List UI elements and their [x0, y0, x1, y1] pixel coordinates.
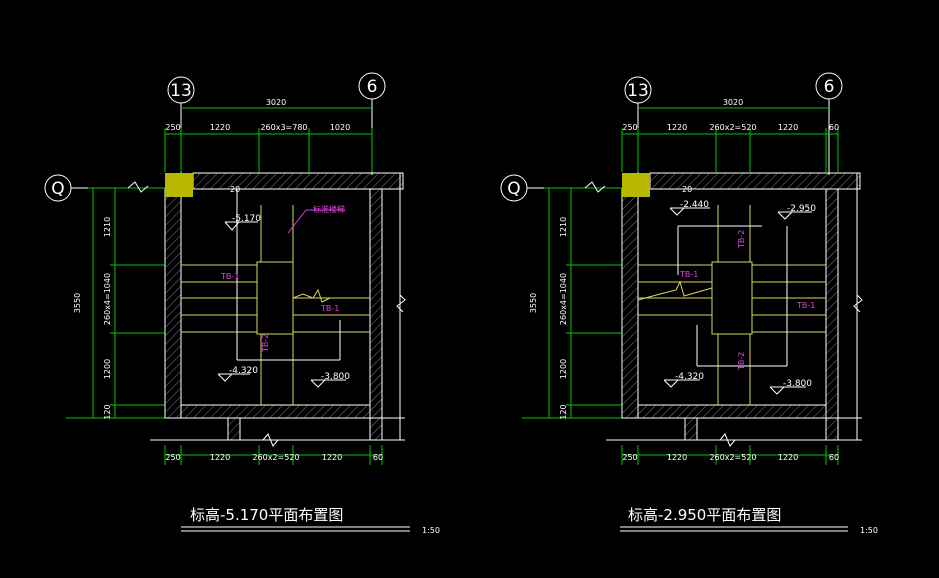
dim-bottom-2: 260x2=520: [709, 453, 756, 462]
dim-top-0: 250: [165, 123, 180, 132]
component-tag: TB-2: [737, 352, 746, 371]
dim-bottom-0: 250: [165, 453, 180, 462]
axis-bubble-right: 6: [815, 72, 843, 100]
dim-left-1: 260x4=1040: [559, 273, 568, 325]
component-tag: TB-2: [737, 230, 746, 249]
dim-bottom-1: 1220: [210, 453, 230, 462]
dim-bottom-2: 260x2=520: [252, 453, 299, 462]
dim-left-1: 260x4=1040: [103, 273, 112, 325]
axis-bubble-row: Q: [44, 174, 72, 202]
dim-bottom-4: 60: [829, 453, 839, 462]
axis-bubble-left: 13: [624, 76, 652, 104]
dim-top-2: 260x2=520: [709, 123, 756, 132]
column-block: [622, 173, 650, 197]
dimension-top: 3020 250 1220 260x2=520 1220 60: [621, 98, 839, 172]
level-text: -2.440: [680, 200, 709, 210]
walls: [584, 172, 863, 447]
plan-1: 13 6 Q 3020 250 1220 260x3=780 1020: [44, 72, 440, 535]
dim-small: 20: [230, 185, 240, 194]
dim-left-0: 1210: [559, 217, 568, 237]
axis-label: Q: [51, 179, 64, 199]
dim-bottom-4: 60: [373, 453, 383, 462]
plan-scale: 1:50: [422, 526, 440, 535]
dimension-left: 3550 1210 260x4=1040 1200 120: [66, 187, 165, 420]
dim-bottom-3: 1220: [778, 453, 798, 462]
dim-left-total: 3550: [529, 293, 538, 313]
note-text: 标准楼梯: [313, 204, 345, 214]
component-tag: TB-1: [679, 270, 698, 279]
stair: [181, 189, 370, 405]
axis-label: 6: [367, 77, 378, 97]
dimension-top: 3020 250 1220 260x3=780 1020: [164, 98, 373, 172]
axis-label: 13: [627, 81, 649, 101]
level-text: -3.800: [321, 372, 350, 382]
dim-top-2: 260x3=780: [260, 123, 307, 132]
dim-top-1: 1220: [667, 123, 687, 132]
dimension-bottom: 250 1220 260x2=520 1220 60: [621, 445, 839, 465]
component-tag: TB-2: [261, 334, 270, 353]
component-tag: TB-1: [220, 272, 239, 281]
dim-left-3: 120: [559, 404, 568, 419]
walls: [127, 172, 406, 447]
dim-left-total: 3550: [73, 293, 82, 313]
plan-title: 标高-5.170平面布置图: [190, 506, 343, 524]
dim-total: 3020: [723, 98, 743, 107]
level-text: -4.320: [229, 366, 258, 376]
dim-top-1: 1220: [210, 123, 230, 132]
plan-title: 标高-2.950平面布置图: [628, 506, 781, 524]
plan-2: 13 6 Q 3020 250 1220 260x2=520 1220: [500, 72, 878, 535]
level-marks: -2.440 -2.950 -4.320 -3.800: [663, 200, 816, 395]
axis-label: 6: [824, 77, 835, 97]
axis-bubble-row: Q: [500, 174, 528, 202]
level-text: -4.320: [675, 372, 704, 382]
component-tags: TB-1 TB-1 TB-2 TB-2: [679, 230, 815, 371]
level-text: -3.800: [783, 379, 812, 389]
dimension-left: 3550 1210 260x4=1040 1200 120: [522, 187, 622, 420]
dim-top-0: 250: [622, 123, 637, 132]
dim-left-2: 1200: [103, 359, 112, 379]
dim-left-0: 1210: [103, 217, 112, 237]
level-text: -2.950: [787, 204, 816, 214]
dim-top-3: 1020: [330, 123, 350, 132]
component-tag: TB-1: [796, 301, 815, 310]
dimension-bottom: 250 1220 260x2=520 1220 60: [164, 445, 383, 465]
level-text: -5.170: [232, 214, 261, 224]
column-block: [165, 173, 193, 197]
level-marks: -5.170 -4.320 -3.800: [217, 214, 350, 388]
component-tags: TB-1 TB-1 TB-2 标准楼梯: [220, 204, 345, 353]
dim-top-4: 60: [829, 123, 839, 132]
dim-bottom-3: 1220: [322, 453, 342, 462]
dim-bottom-1: 1220: [667, 453, 687, 462]
plan-scale: 1:50: [860, 526, 878, 535]
dim-total: 3020: [266, 98, 286, 107]
dim-bottom-0: 250: [622, 453, 637, 462]
dim-left-2: 1200: [559, 359, 568, 379]
component-tag: TB-1: [320, 304, 339, 313]
axis-label: 13: [170, 81, 192, 101]
dim-top-3: 1220: [778, 123, 798, 132]
dim-left-3: 120: [103, 404, 112, 419]
dim-small: 20: [682, 185, 692, 194]
axis-label: Q: [507, 179, 520, 199]
axis-bubble-right: 6: [358, 72, 386, 100]
axis-bubble-left: 13: [167, 76, 195, 104]
stair: [637, 205, 826, 405]
